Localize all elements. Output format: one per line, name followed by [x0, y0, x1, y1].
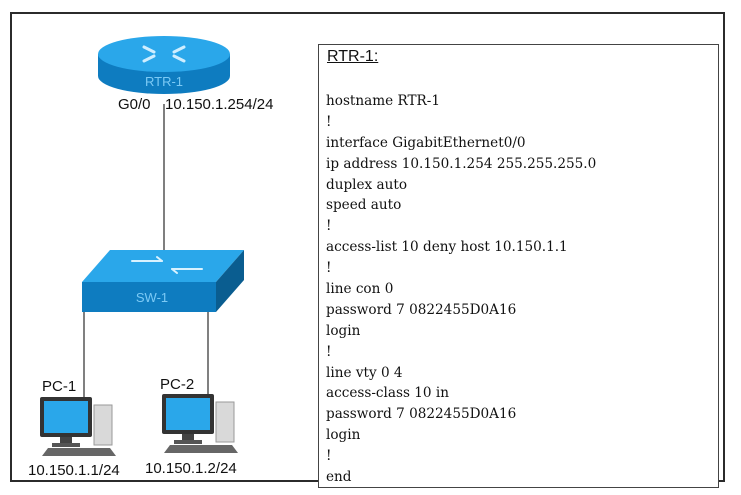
- config-line: access-class 10 in: [326, 385, 449, 402]
- config-line: speed auto: [326, 197, 402, 214]
- config-line: !: [326, 113, 332, 130]
- config-line: !: [326, 448, 332, 465]
- config-line: login: [326, 427, 361, 444]
- config-line: line vty 0 4: [326, 364, 403, 381]
- config-line: line con 0: [326, 281, 394, 298]
- config-line: !: [326, 218, 332, 235]
- router-name: RTR-1: [145, 74, 183, 89]
- pc1-ip-label: 10.150.1.1/24: [28, 462, 120, 479]
- network-diagram: RTR-1 SW-1: [40, 36, 244, 456]
- config-line: interface GigabitEthernet0/0: [326, 134, 526, 151]
- config-line: end: [326, 469, 352, 486]
- pc2-ip-label: 10.150.1.2/24: [145, 460, 237, 477]
- figure-frame: RTR-1 SW-1: [10, 12, 725, 488]
- router-interface-label: G0/0: [118, 96, 151, 113]
- config-line: hostname RTR-1: [326, 93, 441, 109]
- pc2-computer-icon: [162, 394, 238, 453]
- config-line: duplex auto: [326, 176, 408, 193]
- config-line: login: [326, 322, 361, 339]
- config-line: !: [326, 343, 332, 360]
- config-line: access-list 10 deny host 10.150.1.1: [326, 239, 568, 256]
- pc1-name-label: PC-1: [42, 378, 77, 395]
- switch-name: SW-1: [136, 290, 168, 305]
- config-title: RTR-1:: [327, 48, 379, 65]
- pc2-name-label: PC-2: [160, 376, 195, 393]
- config-panel: RTR-1: hostname RTR-1! interface GigabitE…: [318, 44, 719, 488]
- pc1-computer-icon: [40, 397, 116, 456]
- config-lines: hostname RTR-1! interface GigabitEthernet…: [326, 91, 596, 488]
- switch-icon: [82, 250, 244, 312]
- router-ip-label: 10.150.1.254/24: [165, 96, 274, 113]
- router-icon: [98, 36, 230, 94]
- config-line: ip address 10.150.1.254 255.255.255.0: [326, 155, 597, 172]
- config-line: password 7 0822455D0A16: [326, 406, 517, 423]
- config-line: !: [326, 260, 332, 277]
- config-line: password 7 0822455D0A16: [326, 301, 517, 318]
